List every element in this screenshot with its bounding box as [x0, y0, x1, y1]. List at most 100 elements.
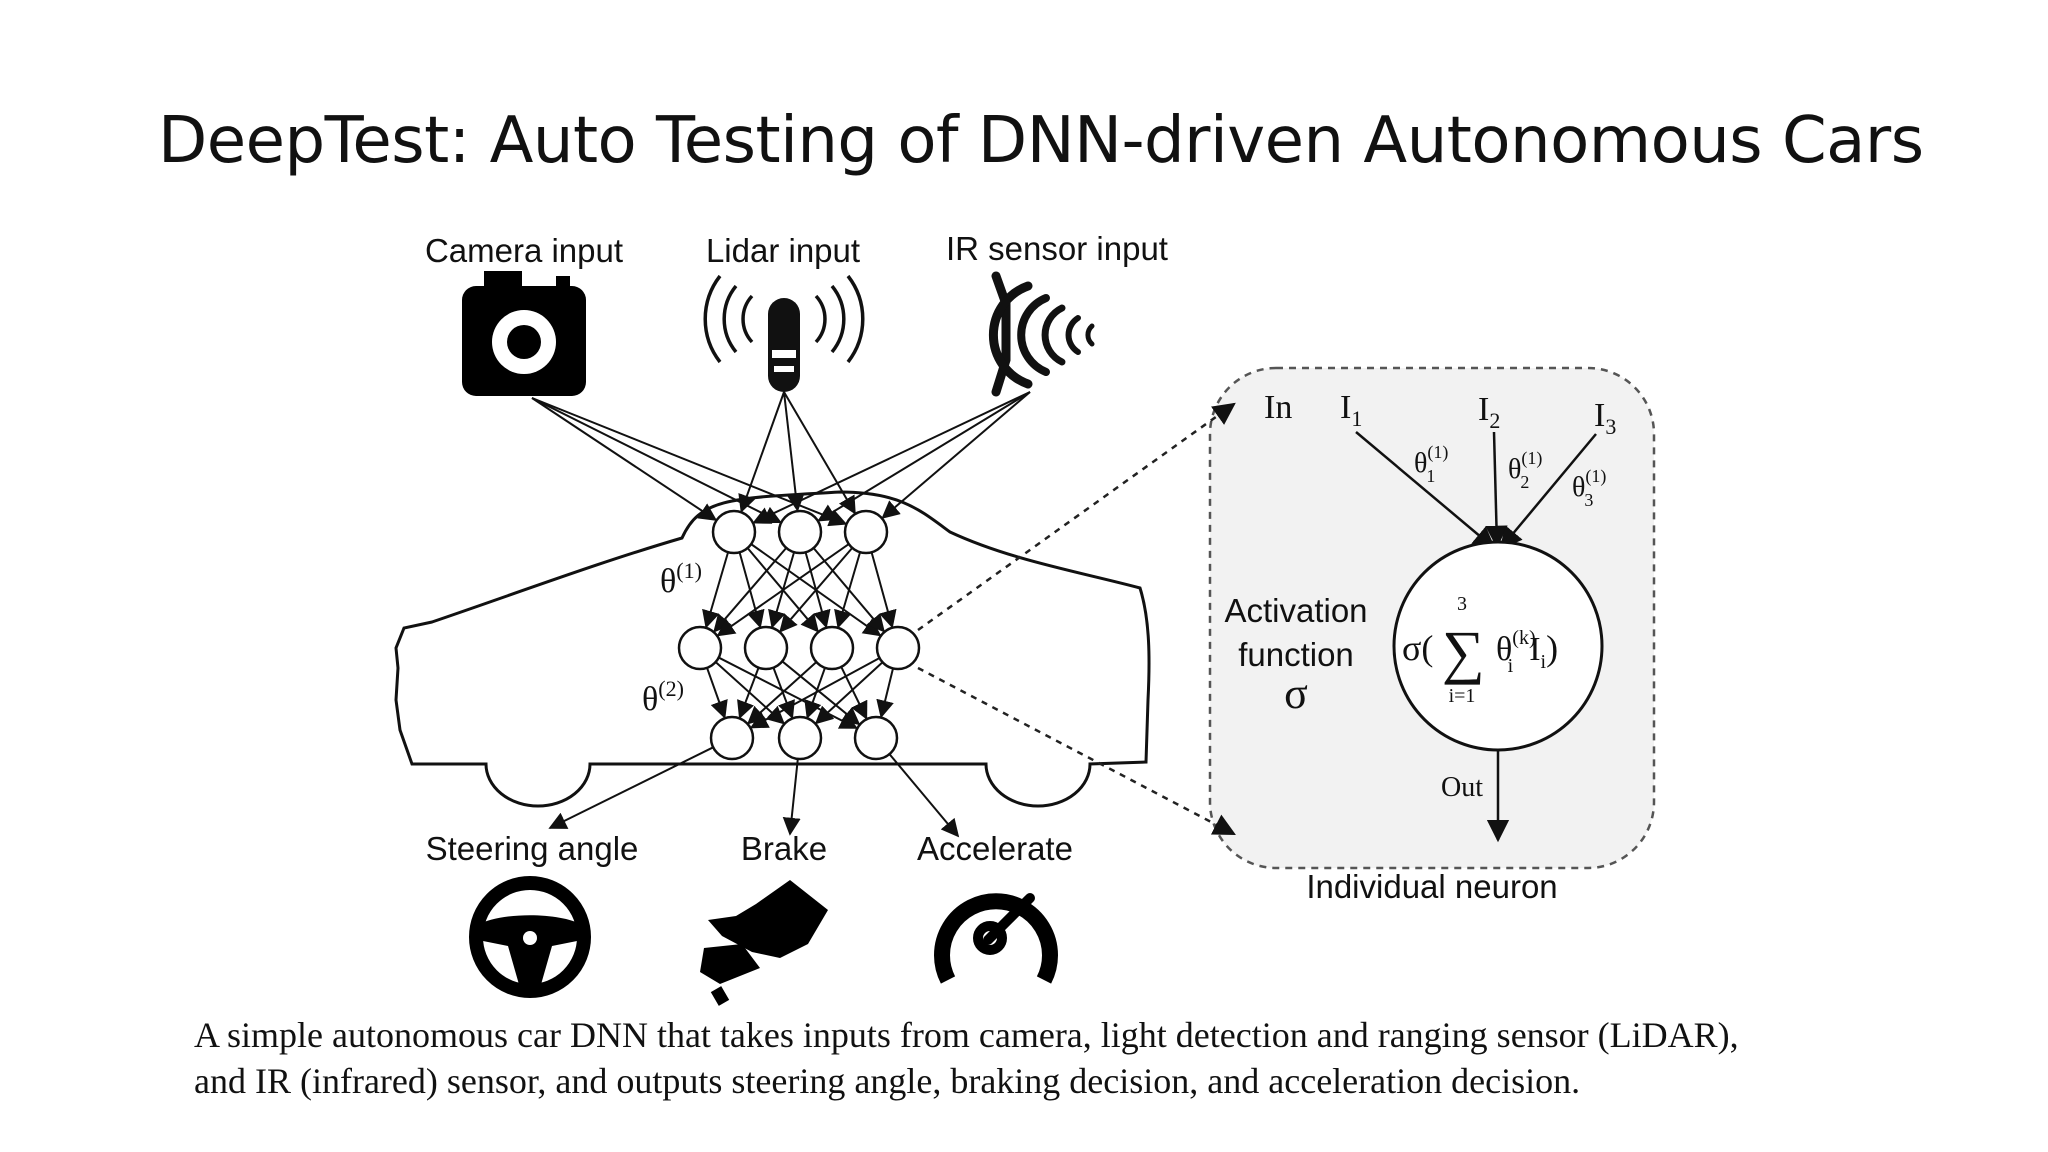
formula-theta-sub: i [1508, 655, 1514, 677]
formula-sum: ∑ [1442, 619, 1485, 685]
caption-line-1: A simple autonomous car DNN that takes i… [194, 1015, 1739, 1055]
theta2-superscript: (2) [658, 676, 684, 701]
edge-l3-1-to-output [782, 758, 801, 836]
neuron-weight-2-sub: 2 [1520, 472, 1529, 492]
neuron-layer1-1 [777, 509, 823, 555]
camera-icon [462, 271, 586, 396]
ir-sensor-input-label: IR sensor input [946, 230, 1168, 267]
activation-label-line1: Activation [1224, 592, 1367, 629]
svg-text:θ(k)iIi): θ(k) iIi) [1496, 627, 1558, 677]
edge-l1-2-to-l2-3 [870, 551, 897, 629]
theta1-label: θ [660, 563, 676, 600]
svg-text:θ(1)3: θ(1) 3 [1572, 466, 1606, 510]
neuron-layer1-2 [843, 509, 889, 555]
edge-input-2-to-l1-2 [881, 391, 1031, 519]
svg-text:θ(2): θ(2) [642, 676, 684, 718]
network-neurons [677, 509, 921, 761]
neuron-layer2-1 [743, 625, 789, 671]
neuron-weight-2-sup: (1) [1521, 448, 1542, 469]
edge-l2-3-to-l3-1 [814, 661, 884, 725]
edge-l3-2-to-output [888, 753, 960, 838]
caption-line-2: and IR (infrared) sensor, and outputs st… [194, 1061, 1581, 1101]
formula-close: ) [1546, 628, 1558, 668]
edge-l2-0-to-l3-0 [706, 667, 728, 719]
formula-sum-upper: 3 [1457, 593, 1467, 615]
edge-l2-3-to-l3-2 [876, 668, 894, 719]
individual-neuron-label: Individual neuron [1306, 868, 1557, 905]
neuron-input-1-sub: 1 [1351, 406, 1362, 431]
svg-text:I1: I1 [1340, 389, 1362, 431]
svg-text:θ(1)2: θ(1) 2 [1508, 448, 1542, 492]
edge-input-0-to-l1-0 [531, 397, 718, 521]
edge-l1-2-to-l2-2 [834, 551, 862, 629]
brake-pedal-icon [700, 880, 828, 1006]
activation-label-line2: function [1238, 636, 1354, 673]
neuron-layer1-0 [711, 509, 757, 555]
accelerate-label: Accelerate [917, 830, 1073, 867]
neuron-weight-1: θ [1414, 448, 1427, 479]
neuron-input-3: I [1594, 397, 1605, 434]
edge-l1-1-to-l2-0 [713, 547, 788, 633]
edge-input-1-to-l1-1 [783, 391, 805, 512]
formula-theta: θ [1496, 631, 1512, 668]
neuron-layer2-3 [875, 625, 921, 671]
neuron-layer3-1 [777, 715, 823, 761]
slide-title: DeepTest: Auto Testing of DNN-driven Aut… [158, 104, 1924, 178]
edge-l2-1-to-l3-0 [737, 667, 760, 720]
neuron-detail-panel: In I1 I2 I3 θ(1)1 θ(1)2 θ(1)3 Activation… [917, 366, 1656, 905]
svg-text:I3: I3 [1594, 397, 1616, 439]
neuron-layer3-2 [853, 715, 899, 761]
theta1-superscript: (1) [676, 558, 702, 583]
edge-l2-2-to-l3-2 [840, 666, 868, 720]
lidar-input-label: Lidar input [706, 232, 860, 269]
edge-input-2-to-l1-1 [817, 391, 1031, 522]
formula-I-sub: i [1541, 651, 1547, 673]
neuron-layer3-0 [709, 715, 755, 761]
edge-l3-0-to-output [548, 746, 714, 829]
formula-sum-lower: i=1 [1449, 685, 1476, 707]
neuron-weight-3-sup: (1) [1585, 466, 1606, 487]
edge-input-2-to-l1-0 [752, 391, 1031, 524]
neuron-in-label: In [1264, 389, 1292, 426]
neuron-input-1: I [1340, 389, 1351, 426]
formula-theta-sup: (k) [1512, 627, 1535, 649]
edge-l2-1-to-l3-2 [781, 660, 861, 726]
formula-open: σ( [1402, 628, 1433, 668]
figure-caption: A simple autonomous car DNN that takes i… [194, 1012, 1994, 1104]
edge-l2-3-to-l3-0 [749, 657, 881, 729]
edge-l2-2-to-l3-0 [747, 661, 818, 725]
steering-wheel-icon [469, 876, 591, 998]
neuron-weight-2: θ [1508, 454, 1521, 485]
svg-text:θ(1): θ(1) [660, 558, 702, 600]
lidar-icon [703, 274, 865, 392]
edge-l1-2-to-l2-0 [716, 543, 850, 637]
neuron-weight-1-sup: (1) [1427, 442, 1448, 463]
svg-text:θ(1)1: θ(1) 1 [1414, 442, 1448, 486]
edge-l1-0-to-l2-0 [702, 551, 730, 629]
edge-l1-2-to-l2-1 [779, 547, 854, 633]
neuron-input-2-sub: 2 [1489, 408, 1500, 433]
theta2-label: θ [642, 681, 658, 718]
svg-text:I2: I2 [1478, 391, 1500, 433]
edge-input-0-to-l1-1 [531, 397, 782, 524]
neuron-layer2-2 [809, 625, 855, 671]
network-edges [531, 391, 1031, 838]
activation-sigma: σ [1284, 669, 1308, 718]
steering-angle-label: Steering angle [426, 830, 639, 867]
camera-input-label: Camera input [425, 232, 623, 269]
speedometer-icon [934, 893, 1058, 984]
neuron-weight-3: θ [1572, 472, 1585, 503]
edge-input-1-to-l1-2 [783, 391, 856, 515]
neuron-out-label: Out [1441, 772, 1483, 803]
car-outline [394, 490, 1151, 808]
ir-sensor-icon [988, 271, 1095, 397]
neuron-layer2-0 [677, 625, 723, 671]
neuron-weight-3-sub: 3 [1584, 490, 1593, 510]
brake-label: Brake [741, 830, 827, 867]
edge-input-1-to-l1-0 [738, 391, 785, 513]
neuron-weight-1-sub: 1 [1426, 466, 1435, 486]
formula-I: I [1529, 631, 1540, 668]
neuron-input-2: I [1478, 391, 1489, 428]
neuron-input-3-sub: 3 [1605, 414, 1616, 439]
